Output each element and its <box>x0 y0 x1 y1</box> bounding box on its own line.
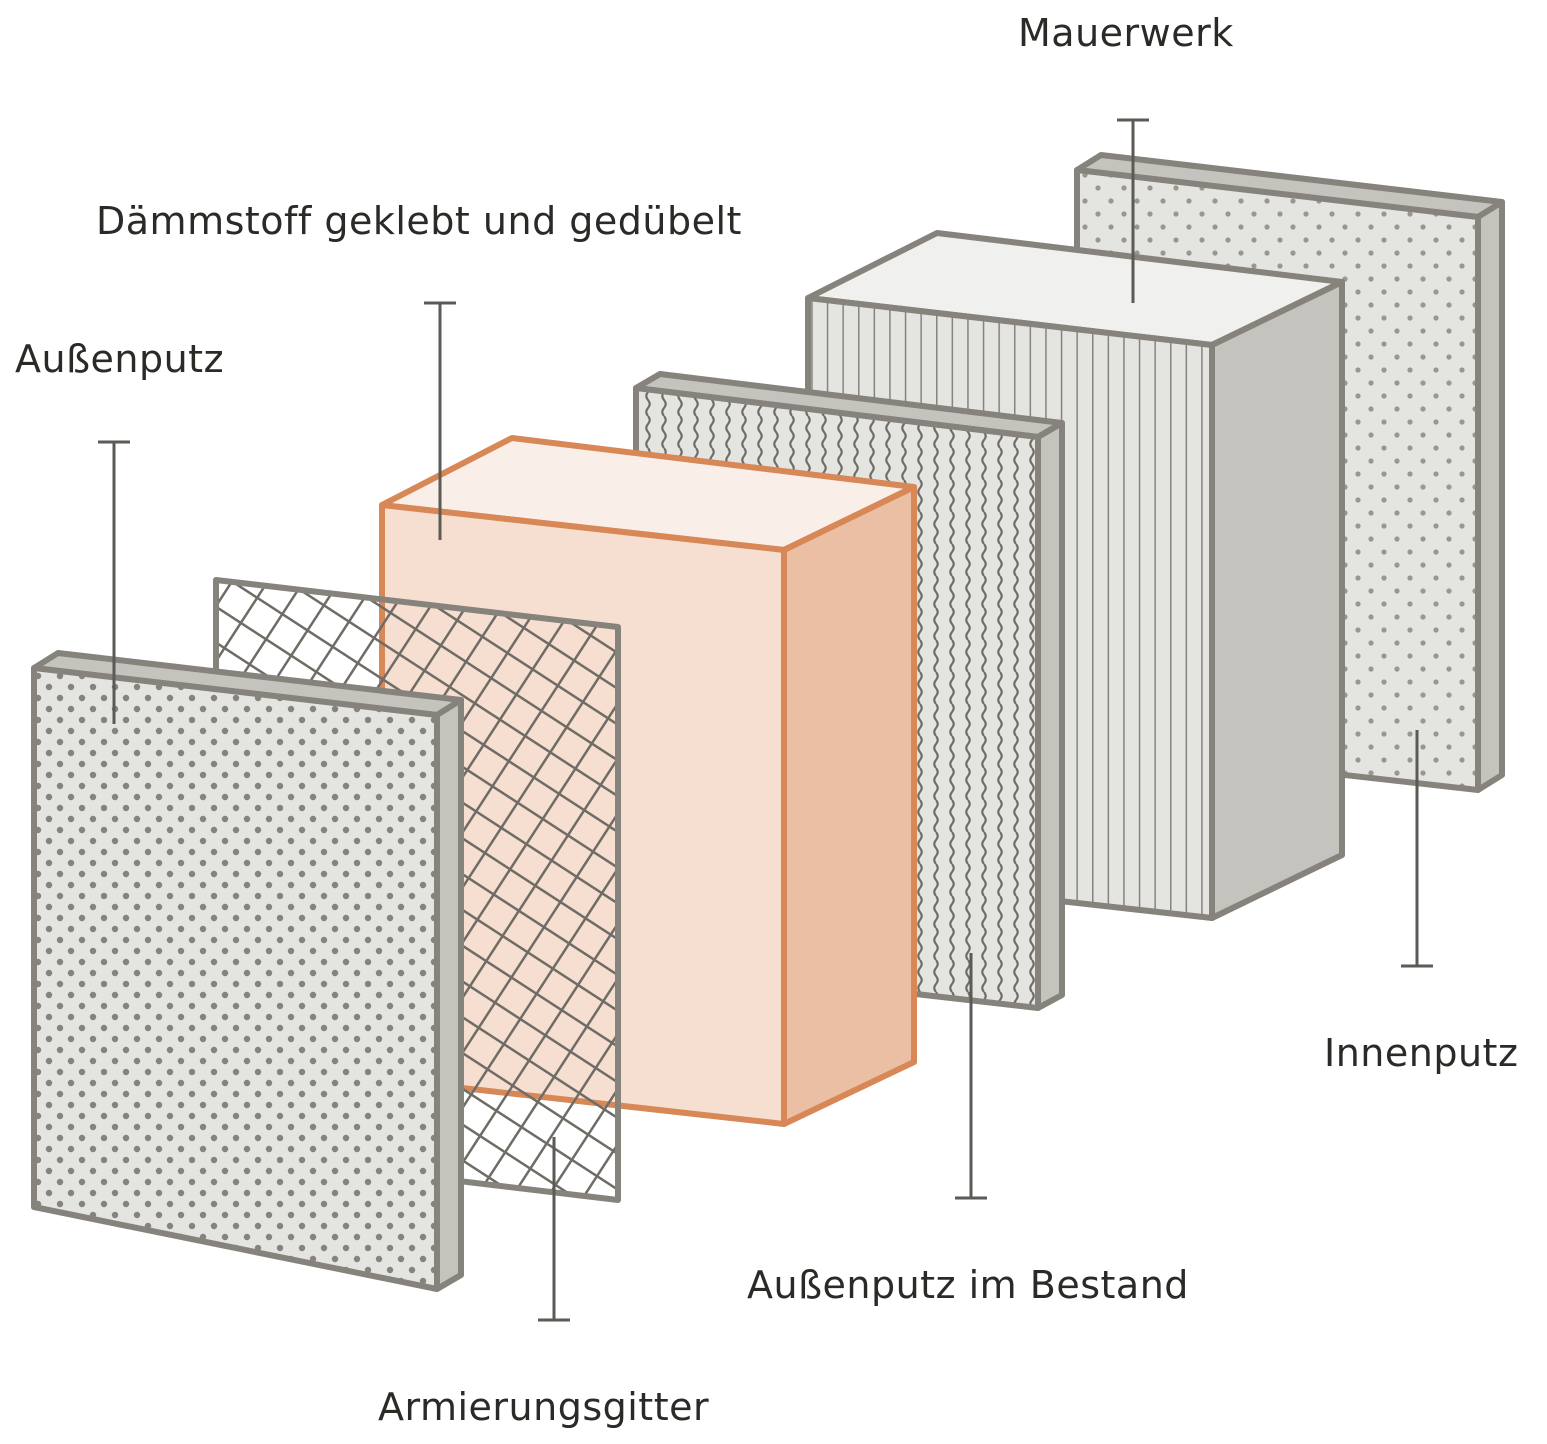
label-daemmstoff: Dämmstoff geklebt und gedübelt <box>96 199 742 243</box>
label-mauerwerk: Mauerwerk <box>1018 11 1234 55</box>
aussenputz-face <box>31 665 440 1292</box>
leader-innenputz <box>1401 730 1433 968</box>
leader-aussenputz-bestand <box>955 953 987 1200</box>
label-innenputz: Innenputz <box>1324 1031 1519 1075</box>
innenputz-side <box>1475 199 1505 793</box>
leader-aussenputz <box>98 440 130 724</box>
leader-daemmstoff <box>424 301 456 540</box>
aussenputz-bestand-side <box>1035 420 1065 1011</box>
aussenputz-side <box>434 697 464 1292</box>
label-armierungsgitter: Armierungsgitter <box>378 1385 710 1429</box>
mauerwerk-side <box>1209 279 1345 921</box>
label-aussenputz: Außenputz <box>15 337 225 381</box>
daemmstoff-side <box>781 484 917 1127</box>
aussenputz-panel <box>31 650 464 1292</box>
leader-mauerwerk <box>1117 118 1149 303</box>
leader-lines <box>98 118 1433 1322</box>
leader-armierungsgitter <box>538 1137 570 1322</box>
label-aussenputz-bestand: Außenputz im Bestand <box>747 1263 1189 1307</box>
